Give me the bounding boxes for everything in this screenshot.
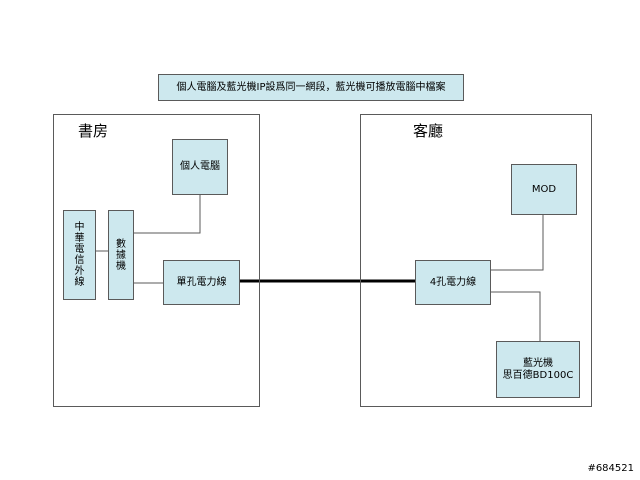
node-telecom-line: 中 華 電 信 外 線 bbox=[63, 210, 96, 300]
wire-four-outlet-to-bluray bbox=[491, 291, 541, 341]
wire-four-outlet-to-mod bbox=[491, 215, 544, 271]
node-mod: MOD bbox=[511, 164, 577, 215]
node-four-outlet: 4孔電力線 bbox=[415, 260, 491, 305]
watermark-text: #684521 bbox=[587, 463, 634, 474]
room-study bbox=[53, 114, 260, 407]
diagram-title-text: 個人電腦及藍光機IP設爲同一網段，藍光機可播放電腦中檔案 bbox=[176, 81, 446, 93]
room-living-label: 客廳 bbox=[413, 122, 444, 140]
diagram-title: 個人電腦及藍光機IP設爲同一網段，藍光機可播放電腦中檔案 bbox=[158, 74, 464, 101]
room-study-label: 書房 bbox=[78, 122, 109, 140]
node-pc: 個人電腦 bbox=[172, 139, 228, 195]
room-living bbox=[360, 114, 592, 407]
wire-modem-to-pc bbox=[134, 195, 201, 234]
node-modem: 數 據 機 bbox=[108, 210, 134, 300]
node-single-outlet: 單孔電力線 bbox=[163, 260, 240, 305]
node-bluray-player: 藍光機 思百德BD100C bbox=[496, 341, 580, 398]
